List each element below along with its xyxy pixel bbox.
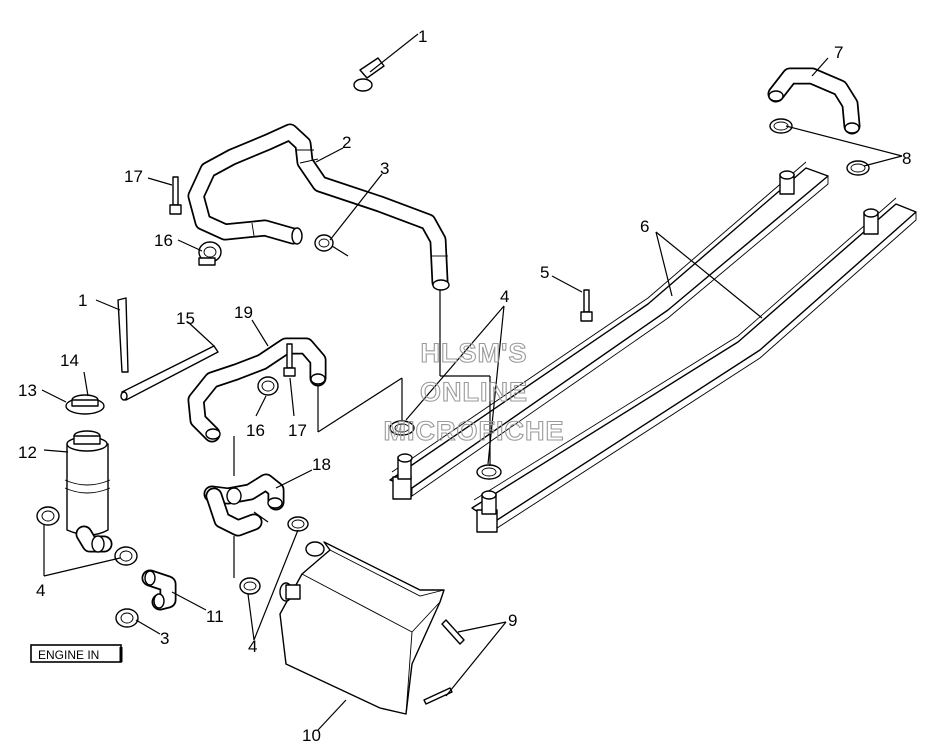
callout-17-lower: 17 — [288, 421, 307, 440]
callout-18: 18 — [312, 455, 331, 474]
clamp-part-4-lower-b — [239, 577, 261, 595]
callout-11: 11 — [206, 607, 224, 626]
engine-in-text: ENGINE IN — [38, 648, 99, 662]
callout-17-upper: 17 — [124, 167, 143, 186]
shroud-part-10 — [279, 541, 445, 715]
cooling-tube-part-6-lower — [471, 197, 917, 533]
callout-1-top: 1 — [418, 27, 427, 46]
callout-10: 10 — [302, 726, 321, 745]
callout-2: 2 — [342, 133, 351, 152]
callout-3-lower: 3 — [160, 629, 169, 648]
callout-16-upper: 16 — [154, 231, 173, 250]
callout-8: 8 — [902, 149, 911, 168]
clamp-part-3-upper — [314, 234, 349, 257]
tube-part-15 — [120, 345, 219, 401]
callout-4-mid: 4 — [500, 287, 509, 306]
callout-labels: 1 2 3 17 16 7 8 6 5 4 1 15 19 14 13 12 1… — [18, 27, 911, 745]
clamp-part-8a — [769, 118, 793, 134]
clamp-part-3-lower — [115, 608, 139, 628]
bolt-part-5 — [580, 289, 593, 322]
clamp-part-1-top — [353, 57, 385, 92]
hose-part-18 — [203, 473, 285, 537]
clamp-part-4-left-a — [36, 506, 60, 526]
watermark-line-1: HLSM'S — [421, 338, 528, 368]
clamp-part-4-lower-a — [287, 516, 309, 532]
callout-3-upper: 3 — [380, 159, 389, 178]
callout-9: 9 — [508, 611, 517, 630]
bracket-part-1-lower — [117, 297, 129, 373]
callout-16-lower: 16 — [246, 421, 265, 440]
watermark-line-2: ONLINE — [420, 377, 528, 407]
engine-in-label: ENGINE IN — [30, 644, 123, 663]
clamp-part-4-left-b — [114, 546, 138, 566]
watermark: HLSM'S ONLINE MICROFICHE — [383, 337, 565, 446]
clamp-part-8b — [846, 160, 870, 176]
hose-part-7 — [767, 67, 861, 135]
callout-15: 15 — [176, 309, 195, 328]
callout-6: 6 — [640, 217, 649, 236]
clamp-part-4-mid-a — [389, 420, 415, 436]
callout-12: 12 — [18, 443, 37, 462]
watermark-line-3: MICROFICHE — [384, 416, 565, 446]
callout-1-lower: 1 — [78, 291, 87, 310]
clamp-part-16-lower — [257, 376, 279, 396]
cap-part-13-14 — [65, 394, 105, 415]
bolt-part-17-lower — [283, 343, 296, 377]
callout-13: 13 — [18, 381, 37, 400]
callout-4-left: 4 — [36, 581, 45, 600]
fastener-part-9-lower — [423, 687, 453, 705]
hose-upper — [187, 123, 450, 291]
reservoir-part-12 — [64, 430, 113, 553]
clamp-part-16-upper — [198, 241, 222, 266]
clamp-part-4-mid-b — [476, 464, 502, 480]
hose-part-19 — [187, 337, 327, 443]
leader-lines — [41, 33, 903, 731]
callout-5: 5 — [540, 263, 549, 282]
callout-14: 14 — [60, 351, 79, 370]
callout-4-lower: 4 — [248, 637, 257, 656]
callout-19: 19 — [234, 303, 253, 322]
callout-7: 7 — [834, 43, 843, 62]
fastener-part-9-upper — [441, 619, 465, 645]
cooling-tube-part-6-upper — [389, 161, 829, 500]
bolt-part-17-upper — [169, 176, 182, 215]
elbow-part-11 — [141, 569, 177, 611]
